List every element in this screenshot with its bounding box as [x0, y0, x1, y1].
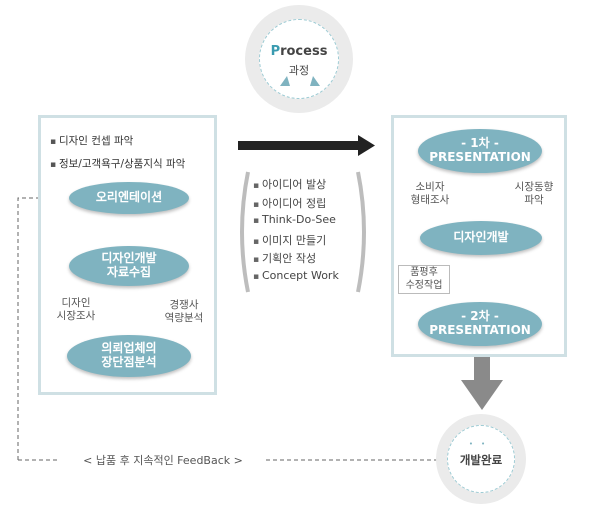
triangle-right-icon [310, 76, 320, 86]
market-research-label: 디자인 시장조사 [48, 297, 104, 323]
consumer-research-line-2: 형태조사 [410, 194, 450, 207]
market-research-line-2: 시장조사 [56, 310, 96, 323]
client-analysis-label-2: 장단점분석 [101, 355, 157, 369]
client-analysis-label-1: 의뢰업체의 [101, 341, 157, 356]
right-bracket [356, 171, 366, 293]
left-bullet-item: 정보/고객욕구/상품지식 파악 [50, 156, 185, 171]
design-dev-data-label-1: 디자인개발 [101, 251, 157, 266]
feedback-label: < 납품 후 지속적인 FeedBack > [83, 454, 243, 467]
triangle-left-icon [280, 76, 290, 86]
market-research-line-1: 디자인 [61, 297, 91, 309]
left-bullet-list: 디자인 컨셉 파악 정보/고객욕구/상품지식 파악 [50, 133, 185, 179]
left-bracket [240, 171, 250, 293]
completion-dots: •• [468, 440, 494, 448]
design-dev-data-node: 디자인개발 자료수집 [69, 246, 189, 286]
review-revision-note: 품평후 수정작업 [398, 265, 450, 294]
process-subtitle: 과정 [288, 64, 310, 77]
competitor-analysis-label: 경쟁사 역량분석 [156, 299, 212, 325]
process-title-initial: P [270, 44, 281, 59]
competitor-analysis-line-2: 역량분석 [164, 312, 204, 325]
market-trend-line-1: 시장동향 [514, 181, 554, 193]
review-revision-line-2: 수정작업 [405, 279, 443, 291]
process-badge-inner [259, 19, 339, 99]
idea-step-item: Think-Do-See [253, 213, 339, 232]
completion-badge-inner [447, 425, 515, 493]
competitor-analysis-line-1: 경쟁사 [169, 299, 199, 311]
completion-arrow-shaft [474, 348, 490, 388]
orientation-node: 오리엔테이션 [69, 182, 189, 214]
idea-step-item: 아이디어 정립 [253, 195, 339, 214]
idea-steps-list: 아이디어 발상 아이디어 정립 Think-Do-See 이미지 만들기 기획안… [253, 176, 339, 287]
completion-label: 개발완료 [459, 453, 503, 467]
consumer-research-line-1: 소비자 [415, 181, 445, 193]
completion-arrow-head [461, 380, 503, 410]
first-presentation-label-1: - 1차 - [461, 136, 499, 151]
second-presentation-label-2: PRESENTATION [429, 323, 531, 337]
design-dev-data-label-2: 자료수집 [106, 265, 152, 279]
review-revision-line-1: 품평후 [410, 267, 438, 278]
consumer-research-label: 소비자 형태조사 [401, 181, 459, 207]
feedback-loop [17, 197, 62, 460]
design-dev-node: 디자인개발 [420, 221, 542, 255]
orientation-label: 오리엔테이션 [95, 190, 163, 205]
process-title-rest: rocess [280, 44, 328, 59]
client-analysis-node: 의뢰업체의 장단점분석 [67, 335, 191, 377]
idea-step-item: 기획안 작성 [253, 250, 339, 269]
first-presentation-node: - 1차 - PRESENTATION [418, 129, 542, 173]
design-dev-label: 디자인개발 [453, 230, 509, 245]
left-bullet-item: 디자인 컨셉 파악 [50, 133, 185, 148]
process-title: Process [259, 44, 339, 59]
second-presentation-node: - 2차 - PRESENTATION [418, 302, 542, 346]
market-trend-line-2: 파악 [524, 194, 544, 207]
market-trend-label: 시장동향 파악 [506, 181, 562, 207]
main-flow-arrow-head [358, 135, 375, 156]
process-triangles [280, 76, 320, 86]
idea-step-item: Concept Work [253, 269, 339, 288]
idea-step-item: 아이디어 발상 [253, 176, 339, 195]
first-presentation-label-2: PRESENTATION [429, 150, 531, 164]
idea-step-item: 이미지 만들기 [253, 232, 339, 251]
main-flow-arrow-shaft [238, 141, 360, 150]
second-presentation-label-1: - 2차 - [461, 309, 499, 324]
